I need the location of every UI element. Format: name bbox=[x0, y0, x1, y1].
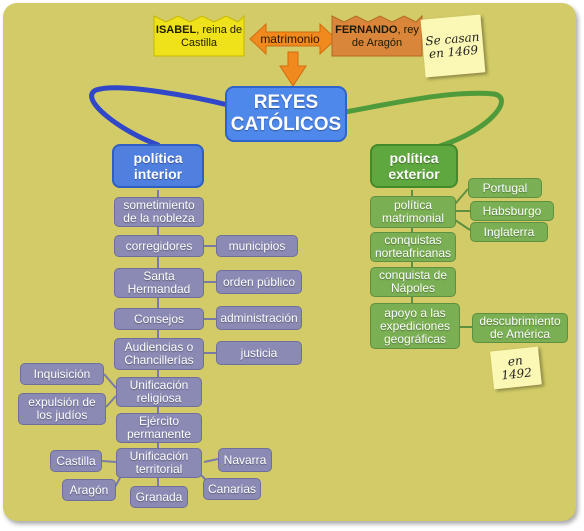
node-santa-hermandad[interactable]: Santa Hermandad bbox=[114, 268, 204, 298]
wedding-note: Se casan en 1469 bbox=[420, 14, 486, 78]
node-conquista-napoles[interactable]: conquista de Nápoles bbox=[370, 267, 456, 297]
node-administracion[interactable]: administración bbox=[216, 306, 302, 330]
node-castilla[interactable]: Castilla bbox=[50, 450, 102, 472]
main-topic[interactable]: REYES CATÓLICOS bbox=[225, 86, 347, 142]
america-note: en 1492 bbox=[490, 346, 542, 390]
node-habsburgo[interactable]: Habsburgo bbox=[470, 201, 554, 221]
node-portugal[interactable]: Portugal bbox=[468, 178, 542, 198]
node-expediciones[interactable]: apoyo a las expediciones geográficas bbox=[370, 303, 460, 349]
fernando-name: FERNANDO bbox=[335, 24, 398, 36]
node-audiencias[interactable]: Audiencias o Chancillerías bbox=[114, 338, 204, 370]
fernando-rest: , rey de Aragón bbox=[351, 24, 419, 49]
node-navarra[interactable]: Navarra bbox=[218, 448, 272, 472]
node-corregidores[interactable]: corregidores bbox=[114, 235, 204, 257]
node-canarias[interactable]: Canarias bbox=[203, 478, 261, 500]
node-inglaterra[interactable]: Inglaterra bbox=[470, 222, 548, 242]
node-consejos[interactable]: Consejos bbox=[114, 308, 204, 330]
node-conquistas-norteafricanas[interactable]: conquistas norteafricanas bbox=[370, 232, 456, 262]
node-expulsion-judios[interactable]: expulsión de los judíos bbox=[18, 393, 106, 425]
exterior-branch-line bbox=[342, 90, 504, 149]
interior-branch-line bbox=[89, 85, 231, 148]
isabel-rest: , reina de Castilla bbox=[180, 24, 243, 49]
fernando-crown: FERNANDO, rey de Aragón bbox=[332, 18, 422, 56]
exterior-sub-links bbox=[454, 188, 472, 328]
node-unificacion-religiosa[interactable]: Unificación religiosa bbox=[116, 377, 202, 407]
node-politica-matrimonial[interactable]: política matrimonial bbox=[370, 196, 456, 228]
node-aragon[interactable]: Aragón bbox=[62, 479, 116, 501]
node-ejercito[interactable]: Ejército permanente bbox=[116, 413, 202, 443]
interior-policy-node[interactable]: política interior bbox=[112, 144, 204, 188]
node-descubrimiento-america[interactable]: descubrimiento de América bbox=[472, 313, 568, 343]
isabel-crown: ISABEL, reina de Castilla bbox=[154, 18, 244, 56]
node-nobleza[interactable]: sometimiento de la nobleza bbox=[114, 197, 204, 227]
fernando-crown-icon bbox=[331, 14, 423, 57]
node-justicia[interactable]: justicia bbox=[216, 341, 302, 365]
isabel-crown-icon bbox=[153, 14, 245, 57]
node-municipios[interactable]: municipios bbox=[216, 235, 298, 257]
node-unificacion-territorial[interactable]: Unificación territorial bbox=[116, 448, 202, 478]
node-inquisicion[interactable]: Inquisición bbox=[20, 363, 104, 385]
matrimonio-label: matrimonio bbox=[260, 32, 320, 46]
node-orden-publico[interactable]: orden público bbox=[216, 270, 302, 294]
isabel-name: ISABEL bbox=[155, 24, 197, 36]
exterior-policy-node[interactable]: política exterior bbox=[370, 144, 458, 188]
node-granada[interactable]: Granada bbox=[130, 486, 188, 508]
